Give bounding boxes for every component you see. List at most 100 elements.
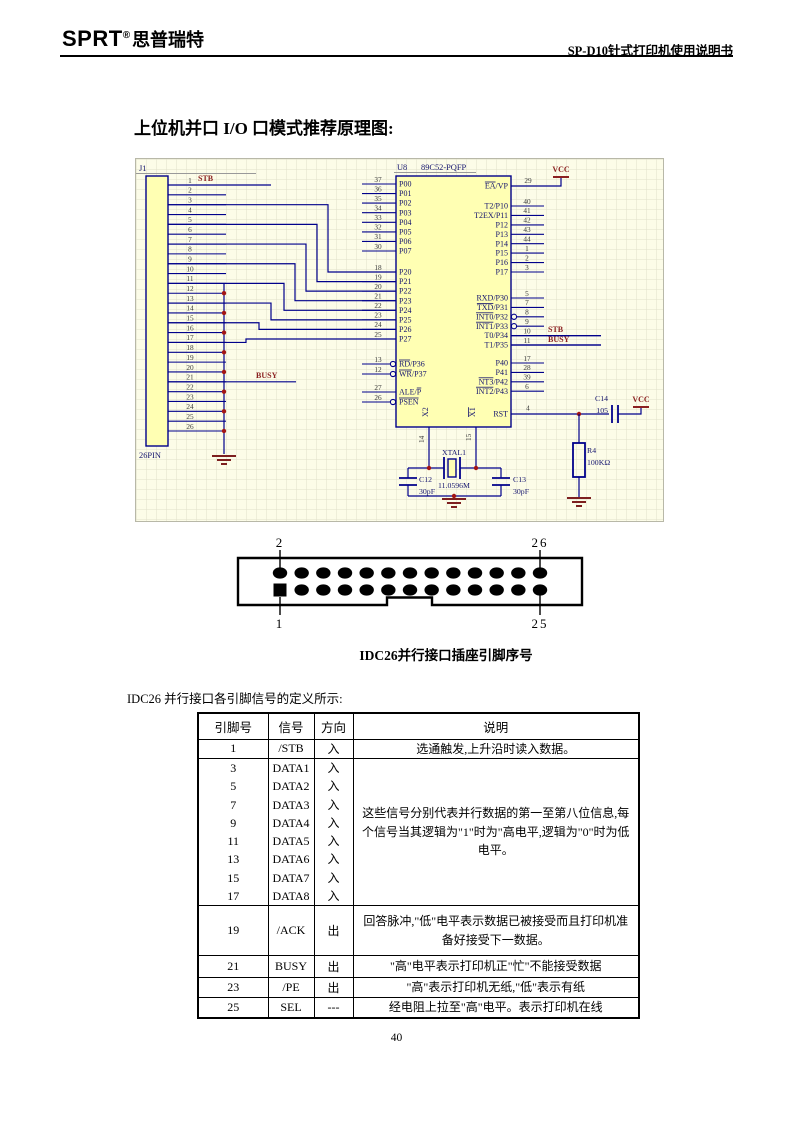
cell-line: 入 xyxy=(327,761,340,776)
stb-net-label-chip: STB xyxy=(548,325,564,334)
header-brand: SPRT®思普瑞特 xyxy=(62,26,204,52)
chip-pin-number: 8 xyxy=(525,308,529,317)
description-cell: "高"电平表示打印机正"忙"不能接受数据 xyxy=(352,955,640,979)
chip-pin-number: 31 xyxy=(374,232,382,241)
chip-pin-name: T2EX/P11 xyxy=(474,211,508,220)
chip-pin-name: P23 xyxy=(399,296,411,305)
data-wire xyxy=(168,243,396,292)
chip-pin-number: 26 xyxy=(374,393,382,402)
chip-pin-number: 37 xyxy=(374,175,382,184)
description-cell: "高"表示打印机无纸,"低"表示有纸 xyxy=(352,977,640,999)
chip-pin-name: P02 xyxy=(399,199,411,208)
table-header-cell: 说明 xyxy=(352,712,640,740)
chip-pin-name: P22 xyxy=(399,287,411,296)
chip-pin-name: P05 xyxy=(399,228,411,237)
c13-ref: C13 xyxy=(513,475,526,484)
chip-pin-number: 44 xyxy=(523,235,531,244)
pin-dot xyxy=(489,567,504,579)
ea-vp-pin-name: EA/VP xyxy=(485,182,509,191)
crystal-ground-symbol xyxy=(442,498,466,508)
direction-cell: 出 xyxy=(313,905,354,957)
chip-pin-name: INT1/P33 xyxy=(476,322,508,331)
chip-pin-name: TXD/P31 xyxy=(477,303,508,312)
data-wire xyxy=(168,263,396,302)
chip-pin-number: 22 xyxy=(374,301,382,310)
description-cell: 经电阻上拉至"高"电平。表示打印机在线 xyxy=(352,997,640,1019)
chip-pin-number: 30 xyxy=(374,242,382,251)
direction-cell: --- xyxy=(313,997,354,1019)
chip-pin-name: RD/P36 xyxy=(399,360,425,369)
pin-dot xyxy=(402,567,418,579)
chip-pin-number: 7 xyxy=(525,298,529,307)
j1-pin-number: 17 xyxy=(186,333,194,342)
cell-line: 13 xyxy=(227,852,240,867)
description-cell: 选通触发,上升沿时读入数据。 xyxy=(352,738,640,760)
signal-cell: /ACK xyxy=(267,905,315,957)
busy-net-label-chip: BUSY xyxy=(548,335,570,344)
inverter-bubble xyxy=(510,313,518,320)
pin1-square xyxy=(273,583,287,597)
table-header-cell: 信号 xyxy=(267,712,315,740)
pin-dot xyxy=(446,567,461,579)
chip-pin-number: 2 xyxy=(525,253,529,262)
chip-pin-number: 10 xyxy=(523,326,531,335)
pin-dot xyxy=(359,584,374,596)
chip-pin-number: 17 xyxy=(523,354,531,363)
section-title: 上位机并口 I/O 口模式推荐原理图: xyxy=(134,119,394,138)
chip-pin-name: P17 xyxy=(496,268,508,277)
chip-pin-name: INT0/P32 xyxy=(476,312,508,321)
chip-pin-number: 29 xyxy=(524,176,532,185)
chip-pin-name: P04 xyxy=(399,218,411,227)
chip-pin-number: 19 xyxy=(374,272,382,281)
chip-pin-number: 13 xyxy=(374,355,382,364)
chip-pin-number: 40 xyxy=(523,197,531,206)
pin-dot xyxy=(337,584,353,596)
j1-pin-number: 8 xyxy=(188,245,192,254)
pin-dot xyxy=(489,584,504,596)
c12-value: 30pF xyxy=(419,487,436,496)
crystal-symbol xyxy=(447,458,457,478)
cell-line: DATA4 xyxy=(272,815,310,830)
junction-dot xyxy=(221,409,227,414)
chip-pin-number: 35 xyxy=(374,194,382,203)
cell-line: 入 xyxy=(327,888,340,903)
chip-pin-number: 20 xyxy=(374,282,382,291)
x1-pin-name: X1 xyxy=(468,407,477,417)
j1-pin-number: 16 xyxy=(186,323,194,332)
cell-line: 入 xyxy=(327,852,340,867)
chip-pin-number: 6 xyxy=(525,382,529,391)
cell-line: DATA7 xyxy=(272,870,310,885)
cell-line: DATA6 xyxy=(272,852,310,867)
page-number: 40 xyxy=(390,1032,403,1044)
direction-cell: 入入入入入入入入 xyxy=(313,758,354,907)
cell-line: DATA1 xyxy=(272,761,310,776)
cell-line: 入 xyxy=(327,870,340,885)
ground-bus-junctions xyxy=(221,291,227,434)
x2-pin-name: X2 xyxy=(421,407,430,417)
j1-pin-number: 9 xyxy=(188,255,192,264)
stb-net-label-j1: STB xyxy=(198,174,214,183)
cell-line: DATA5 xyxy=(272,834,310,849)
pin-number-cell: 19 xyxy=(197,905,269,957)
pin-dot xyxy=(381,584,396,596)
j1-pin-number: 5 xyxy=(188,215,192,224)
chip-pin-number: 11 xyxy=(523,336,530,345)
inverter-bubble xyxy=(389,398,397,406)
pin-dot xyxy=(467,567,483,579)
cell-line: 5 xyxy=(230,779,237,794)
pin-dot xyxy=(381,567,396,579)
c14-value: 105 xyxy=(596,406,608,415)
chip-pin-name: P16 xyxy=(496,258,508,267)
chip-pin-name: P24 xyxy=(399,306,411,315)
c12-ref: C12 xyxy=(419,475,432,484)
junction-dot xyxy=(221,389,227,394)
j1-connector-body xyxy=(145,175,169,447)
pin-dot xyxy=(532,584,548,596)
